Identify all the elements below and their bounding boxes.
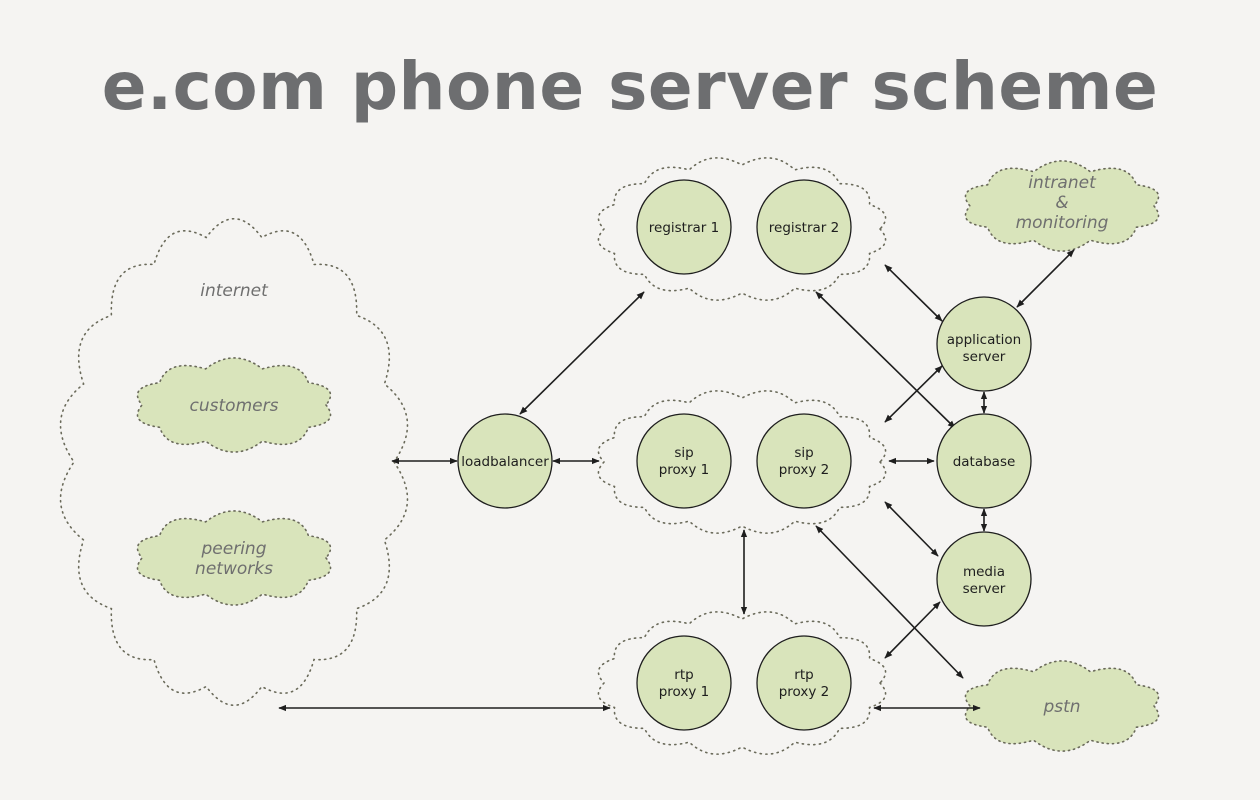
loadbalancer-label: loadbalancer [461,454,549,470]
rtp-proxy-1-label-line-2: proxy 1 [659,684,710,700]
rtp-proxy-group-cloud [597,611,887,755]
customers-cloud [136,357,332,453]
registrar-1-node: registrar 1 [636,179,732,275]
sip-proxy-2-label-line-2: proxy 2 [779,462,830,478]
media-server-label-line-1: media [963,564,1005,580]
pstn-label: pstn [1042,697,1080,717]
rtp-proxy-2-node: rtp proxy 2 [756,635,852,731]
sip-proxy-2-label-line-1: sip [794,445,813,461]
intranet-label-line-2: & [1055,193,1068,213]
rtp-proxy-1-label-line-1: rtp [674,667,693,683]
rtp-proxy-1-node: rtp proxy 1 [636,635,732,731]
application-server-node: application server [936,296,1032,392]
loadbalancer-node: loadbalancer [457,413,553,509]
peering-label-line-1: peering [201,539,267,559]
sip-proxy-1-label-line-1: sip [674,445,693,461]
sip-proxy-group-cloud [597,390,887,534]
sip-proxy-1-node: sip proxy 1 [636,413,732,509]
peering-label-line-2: networks [195,559,273,579]
sip-proxy-1-label-line-2: proxy 1 [659,462,710,478]
customers-label: customers [190,396,279,416]
media-server-label-line-2: server [963,581,1006,597]
intranet-label-line-3: monitoring [1016,213,1109,233]
intranet-label-line-1: intranet [1028,173,1097,193]
sip-proxy-2-node: sip proxy 2 [756,413,852,509]
registrar-group-cloud [597,157,887,301]
edge-appserver-intranet [1016,249,1075,308]
intranet-monitoring-cloud [964,160,1160,252]
rtp-proxy-2-label-line-1: rtp [794,667,813,683]
media-server-node: media server [936,531,1032,627]
edge-sip-appserver [884,365,943,423]
application-server-label-line-1: application [947,332,1021,348]
internet-label: internet [200,281,269,301]
registrar-1-label: registrar 1 [649,220,719,236]
peering-networks-cloud [136,510,332,606]
database-label: database [953,454,1016,470]
edge-registrar-appserver [884,264,943,322]
application-server-label-line-2: server [963,349,1006,365]
database-node: database [936,413,1032,509]
page-title: e.com phone server scheme [101,48,1159,125]
registrar-2-label: registrar 2 [769,220,839,236]
registrar-2-node: registrar 2 [756,179,852,275]
rtp-proxy-2-label-line-2: proxy 2 [779,684,830,700]
internet-cloud [59,218,409,706]
edge-registrar-loadbalancer [519,291,645,415]
edge-sip-mediaserver [884,501,939,557]
edge-rtp-mediaserver [884,601,941,659]
